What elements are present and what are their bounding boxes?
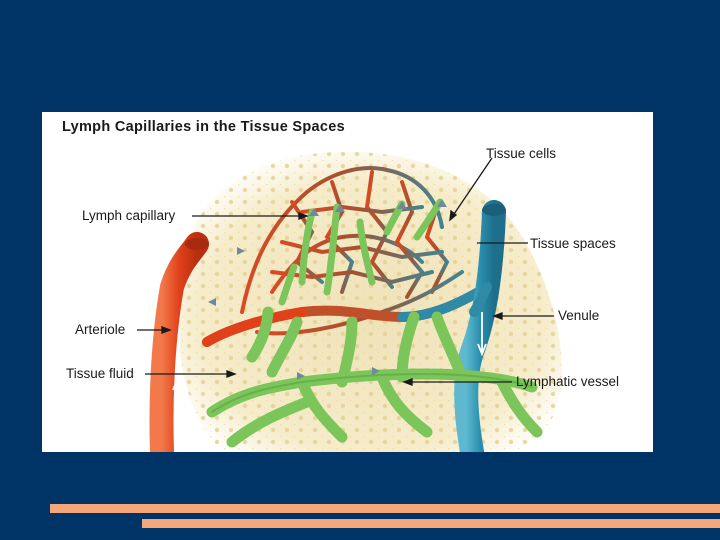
diagram-title: Lymph Capillaries in the Tissue Spaces bbox=[62, 119, 345, 135]
lymph-capillary-illustration bbox=[42, 112, 653, 452]
label-tissue-fluid: Tissue fluid bbox=[66, 366, 134, 381]
label-lymph-capillary: Lymph capillary bbox=[82, 208, 175, 223]
label-venule: Venule bbox=[558, 308, 599, 323]
label-lymphatic-vessel: Lymphatic vessel bbox=[516, 374, 619, 389]
accent-bar-bottom bbox=[142, 519, 720, 528]
label-tissue-spaces: Tissue spaces bbox=[530, 236, 616, 251]
diagram-figure: Lymph Capillaries in the Tissue Spaces T… bbox=[42, 112, 653, 452]
accent-bar-top bbox=[50, 504, 720, 513]
label-tissue-cells: Tissue cells bbox=[486, 146, 556, 161]
label-arteriole: Arteriole bbox=[75, 322, 125, 337]
